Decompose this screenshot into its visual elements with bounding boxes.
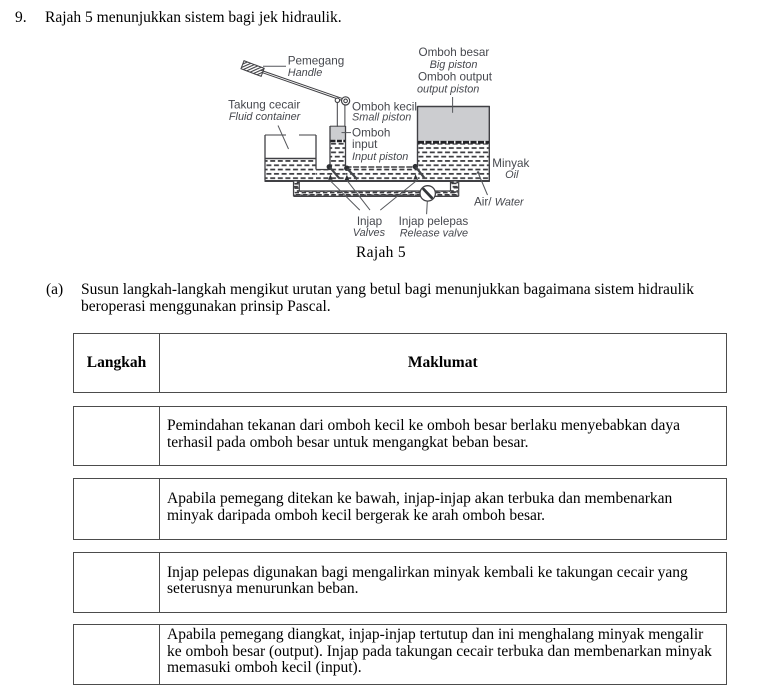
svg-text:Small piston: Small piston: [352, 112, 411, 124]
svg-text:Oil: Oil: [505, 169, 519, 181]
svg-text:Big piston: Big piston: [430, 59, 478, 71]
svg-text:Air/ Water: Air/ Water: [474, 195, 524, 208]
svg-text:Omboh output: Omboh output: [418, 71, 493, 84]
svg-text:Injap: Injap: [357, 215, 383, 228]
svg-text:Handle: Handle: [288, 67, 323, 79]
svg-text:Valves: Valves: [353, 227, 386, 239]
svg-text:Fluid container: Fluid container: [229, 111, 301, 123]
svg-text:input: input: [352, 138, 378, 151]
svg-text:Omboh besar: Omboh besar: [418, 46, 489, 59]
svg-text:Omboh: Omboh: [352, 127, 390, 140]
svg-text:Minyak: Minyak: [492, 157, 529, 170]
svg-text:Pemegang: Pemegang: [288, 55, 345, 68]
svg-text:Release valve: Release valve: [400, 227, 468, 239]
svg-text:Omboh kecil: Omboh kecil: [352, 101, 417, 114]
svg-text:Takung cecair: Takung cecair: [228, 99, 300, 112]
svg-text:output piston: output piston: [417, 83, 479, 95]
svg-text:Input piston: Input piston: [352, 151, 408, 163]
svg-text:Injap pelepas: Injap pelepas: [399, 215, 469, 228]
